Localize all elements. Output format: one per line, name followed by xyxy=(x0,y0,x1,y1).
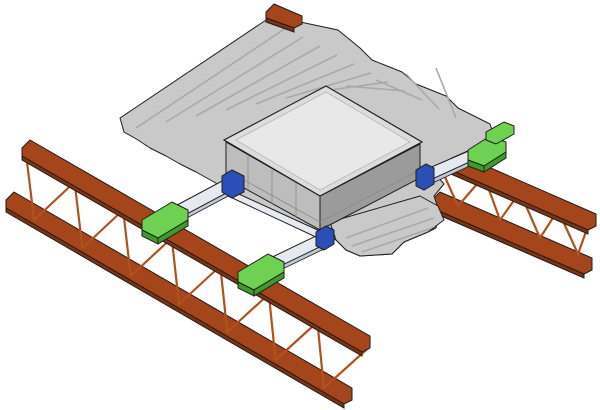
joist-left-web-member xyxy=(81,208,125,250)
deck-rib xyxy=(435,67,457,119)
joist-left-web-member xyxy=(267,292,277,362)
clamp-front xyxy=(237,253,285,297)
curb-top-inner xyxy=(235,91,411,191)
deck-rib xyxy=(135,27,287,129)
joist-left-web-member xyxy=(24,152,36,222)
clip-left xyxy=(221,169,245,199)
joist-left-web-member xyxy=(33,180,76,222)
joist-left-web-member xyxy=(177,264,222,306)
deck-rib xyxy=(225,54,338,111)
joist-left-web-member xyxy=(219,264,229,334)
joist-clamps xyxy=(141,121,515,297)
deck-lower-ribs xyxy=(345,207,435,253)
clip-right xyxy=(415,163,435,191)
joist-left-web-member xyxy=(226,292,270,334)
clamp-left xyxy=(141,201,189,245)
joist-left-web-member xyxy=(122,208,132,278)
joist-left-web-member xyxy=(274,320,319,362)
deck-rib xyxy=(285,72,372,99)
joist-left-web-member xyxy=(129,236,173,278)
deck-lower-lobe xyxy=(329,195,445,257)
joist-left-bottom-chord-side xyxy=(5,207,345,409)
deck-rib xyxy=(165,36,304,123)
joist-left-web xyxy=(24,152,368,390)
deck-rib xyxy=(405,73,440,110)
joist-far-top xyxy=(265,3,303,33)
clamp-right xyxy=(485,121,515,145)
joist-left xyxy=(5,139,371,409)
deck-rib xyxy=(255,63,355,105)
clip-front xyxy=(315,225,335,251)
deck-rib xyxy=(375,79,423,101)
joist-left-web-member xyxy=(322,348,368,390)
deck-rib xyxy=(345,85,406,92)
joist-left-web-member xyxy=(73,180,84,250)
deck-rib xyxy=(195,45,321,117)
blue-clips xyxy=(221,163,435,251)
joist-left-web-member xyxy=(316,320,325,390)
roof-curb xyxy=(222,85,424,231)
joist-left-web-member xyxy=(170,236,181,306)
